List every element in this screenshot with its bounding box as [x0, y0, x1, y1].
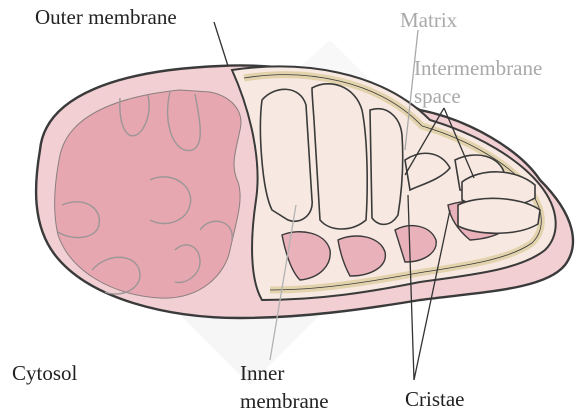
label-outer-membrane: Outer membrane	[35, 5, 177, 29]
label-inner-membrane-line1: Inner	[240, 361, 284, 385]
label-intermembrane-line2: space	[414, 84, 461, 108]
label-intermembrane-line1: Intermembrane	[414, 56, 542, 80]
label-cytosol: Cytosol	[12, 361, 77, 385]
label-inner-membrane-line2: membrane	[240, 389, 329, 413]
label-matrix: Matrix	[400, 8, 457, 32]
label-cristae: Cristae	[405, 387, 464, 411]
leader-outer-membrane	[214, 22, 228, 66]
inner-fold-area	[55, 90, 241, 298]
